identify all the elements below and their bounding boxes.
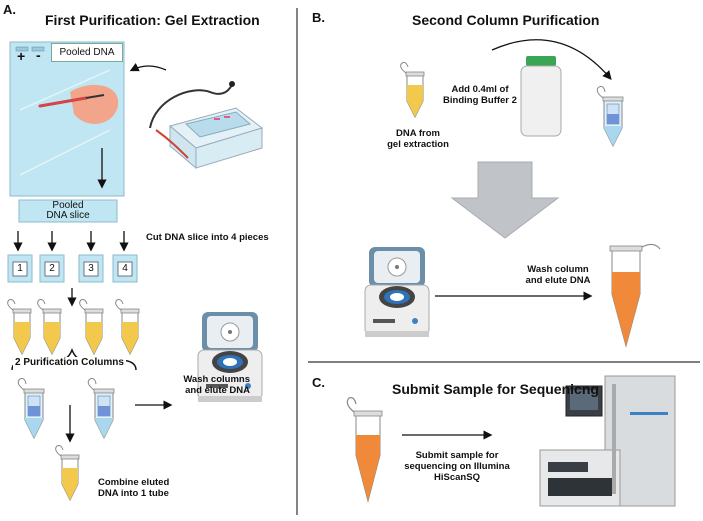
columns-label: 2 Purification Columns: [13, 357, 126, 368]
panel-c-letter: C.: [312, 375, 325, 390]
arrow: [129, 63, 167, 72]
piece-number: 2: [49, 263, 55, 274]
four-yellow-tubes: [7, 299, 140, 355]
combine-line2: DNA into 1 tube: [98, 488, 169, 499]
submit-line1: Submit sample for: [415, 450, 499, 461]
panel-c-title: Submit Sample for Sequenicng: [392, 381, 599, 397]
cut-label: Cut DNA slice into 4 pieces: [146, 232, 269, 243]
panel-b-title: Second Column Purification: [412, 12, 600, 28]
arrow: [491, 39, 612, 80]
column-tube-icon: [596, 86, 624, 147]
panel-b-letter: B.: [312, 10, 325, 25]
sequencer-icon: [539, 375, 676, 507]
scalpel-hand-icon: [38, 84, 119, 124]
gel-minus-sign: -: [36, 47, 41, 63]
wash-label-a: Wash columns and elute DNA: [136, 374, 250, 396]
panel-a-title: First Purification: Gel Extraction: [45, 12, 260, 28]
combine-label: Combine eluted DNA into 1 tube: [98, 477, 169, 499]
submit-line2: sequencing on Illumina: [404, 461, 510, 472]
wash-label-b: Wash column and elute DNA: [518, 264, 598, 286]
orange-tube-icon: [609, 243, 661, 348]
submit-label: Submit sample for sequencing on Illumina…: [398, 450, 516, 483]
buffer-bottle-icon: [520, 56, 562, 137]
panel-a-letter: A.: [3, 2, 16, 17]
add-buffer-line2: Binding Buffer 2: [443, 95, 517, 106]
gel-electrophoresis-box-icon: [149, 81, 264, 170]
dna-from-line1: DNA from: [396, 128, 440, 139]
add-buffer-line1: Add 0.4ml of: [451, 84, 509, 95]
wash-b-line2: and elute DNA: [525, 275, 591, 286]
combined-yellow-tube: [55, 445, 80, 501]
submit-line3: HiScanSQ: [434, 472, 480, 483]
dna-slice-line1: Pooled: [52, 200, 84, 211]
yellow-tube-icon: [400, 62, 425, 118]
slice-pieces: [7, 231, 138, 283]
wash-a-line1: Wash columns: [183, 374, 250, 385]
dna-slice: [18, 199, 118, 223]
pooled-dna-label: Pooled DNA: [51, 43, 123, 62]
wash-b-line1: Wash column: [527, 264, 589, 275]
add-buffer-label: Add 0.4ml of Binding Buffer 2: [432, 84, 528, 106]
centrifuge-icon: [364, 246, 430, 338]
wash-a-line2: and elute DNA: [185, 385, 250, 396]
dna-slice-label: Pooled DNA slice: [19, 201, 117, 221]
big-down-arrow: [450, 161, 560, 239]
piece-number: 1: [17, 263, 23, 274]
dna-from-line2: gel extraction: [387, 139, 449, 150]
piece-number: 4: [122, 263, 128, 274]
gel-plus-sign: +: [17, 48, 26, 64]
piece-number: 3: [88, 263, 94, 274]
orange-tube-icon: [346, 397, 383, 503]
dna-slice-line2: DNA slice: [46, 210, 90, 221]
combine-line1: Combine eluted: [98, 477, 170, 488]
two-column-tubes: [17, 378, 115, 439]
dna-from-label: DNA from gel extraction: [378, 128, 458, 150]
